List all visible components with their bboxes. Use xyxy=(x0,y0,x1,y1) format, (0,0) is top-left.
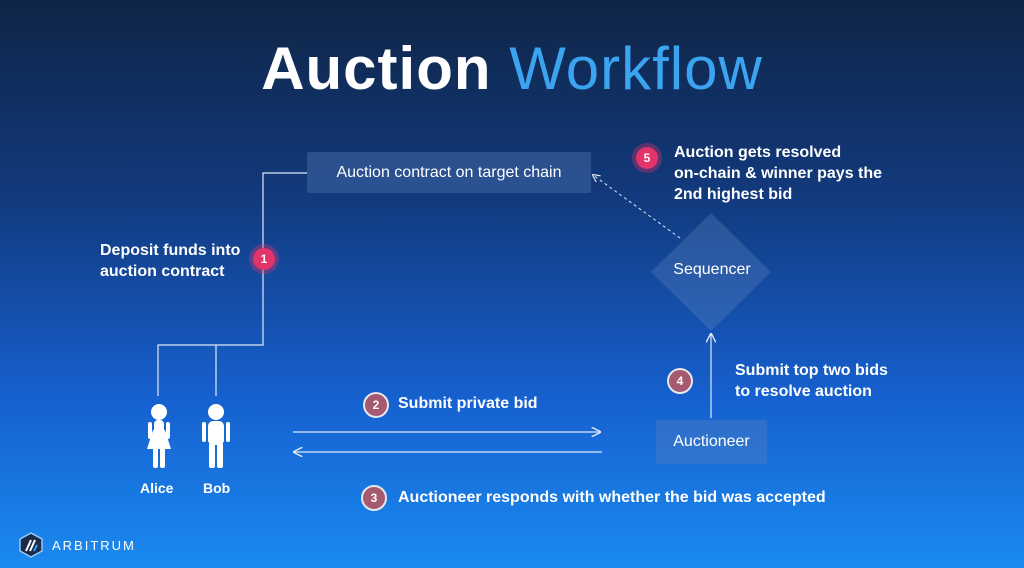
alice-label: Alice xyxy=(140,480,174,496)
resolve-arrow xyxy=(593,175,681,239)
auctioneer-node: Auctioneer xyxy=(656,420,767,464)
alice-icon xyxy=(147,404,171,468)
sequencer-diamond xyxy=(651,213,771,331)
brand-wordmark: ARBITRUM xyxy=(52,537,136,553)
step-badge-1: 1 xyxy=(253,248,275,270)
title-bold: Auction xyxy=(261,35,492,102)
step-label-private-bid: Submit private bid xyxy=(398,395,538,412)
step-badge-4: 4 xyxy=(667,368,693,394)
bob-icon xyxy=(202,404,230,468)
brand-logo: ARBITRUM xyxy=(18,532,136,558)
step-label-response: Auctioneer responds with whether the bid… xyxy=(398,489,826,506)
title-light: Workflow xyxy=(509,35,763,102)
bob-label: Bob xyxy=(203,480,231,496)
step-badge-3: 3 xyxy=(361,485,387,511)
auction-contract-node: Auction contract on target chain xyxy=(307,152,591,193)
step-badge-5: 5 xyxy=(636,147,658,169)
sequencer-node: Sequencer xyxy=(673,261,751,278)
arbitrum-logo-icon xyxy=(19,532,43,558)
step-label-submit-top: Submit top two bids to resolve auction xyxy=(735,362,888,400)
page-title: Auction Workflow xyxy=(0,36,1024,102)
deposit-line xyxy=(157,172,307,396)
step-label-resolved: Auction gets resolved on-chain & winner … xyxy=(674,144,883,203)
step-label-deposit: Deposit funds into auction contract xyxy=(100,242,241,280)
step-badge-2: 2 xyxy=(363,392,389,418)
